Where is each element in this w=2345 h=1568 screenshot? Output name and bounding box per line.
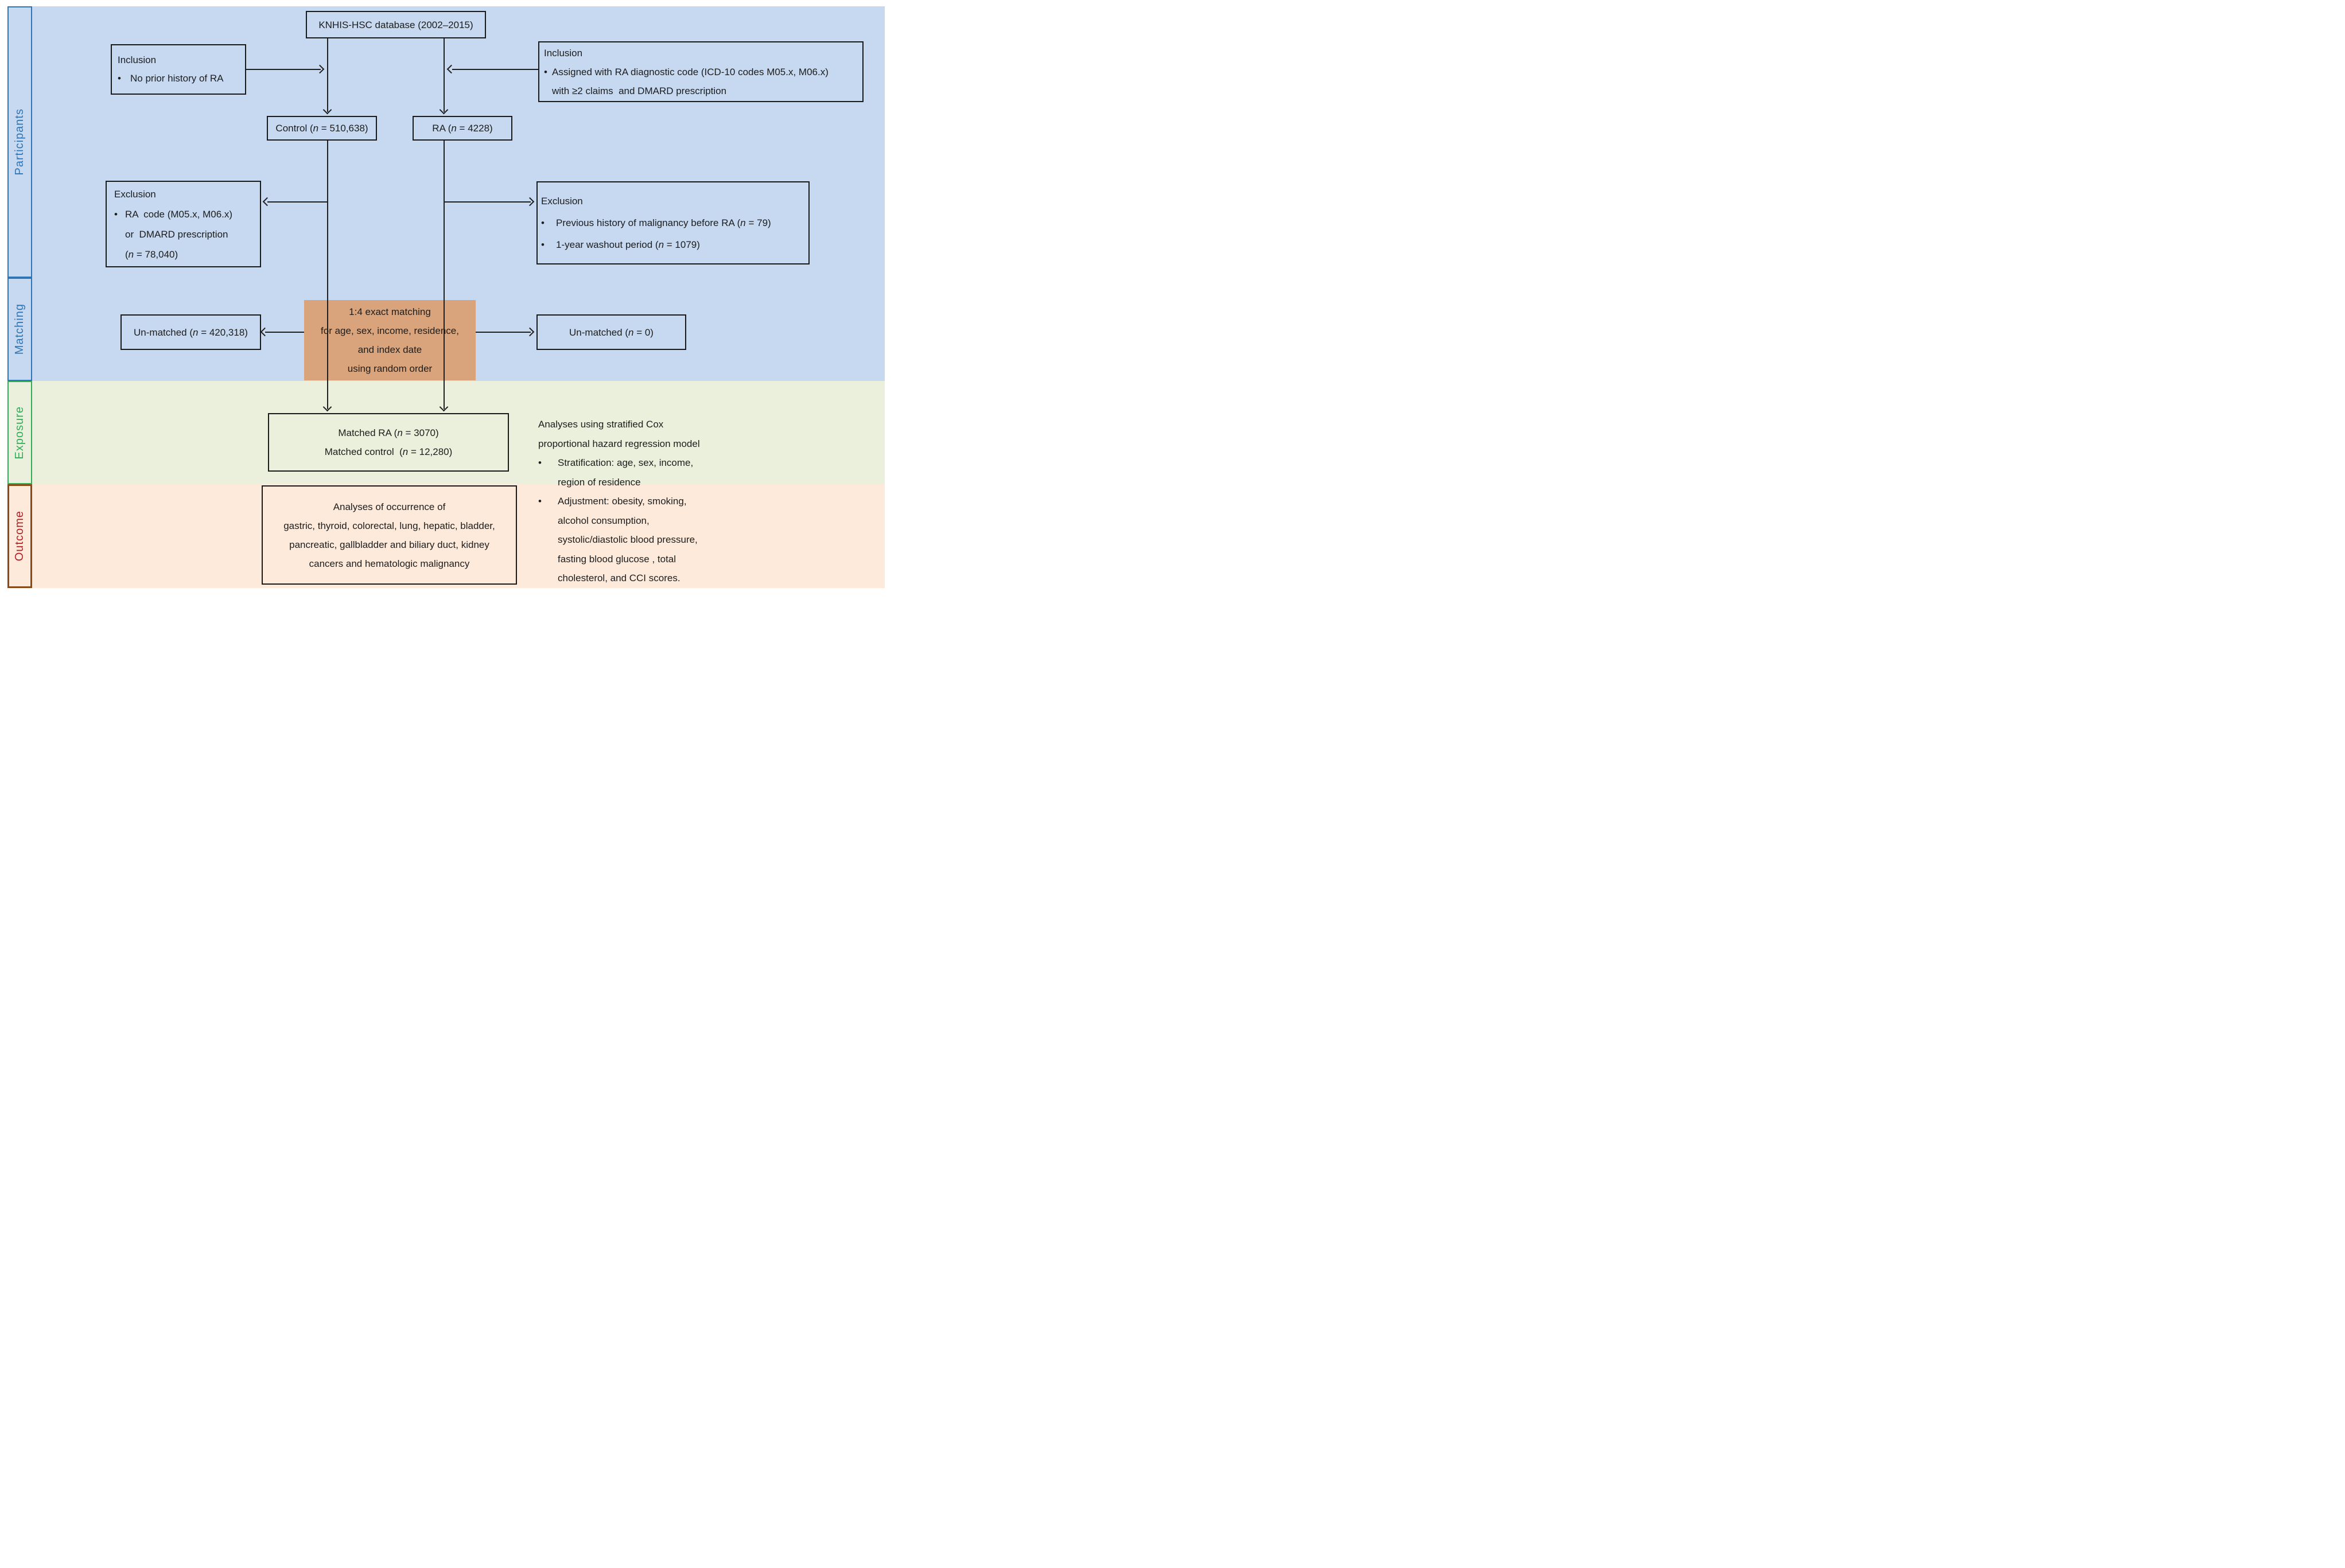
inclusion-right-item: • Assigned with RA diagnostic code (ICD-… <box>544 63 859 81</box>
bullet-icon: • <box>541 217 545 228</box>
matching-line4: using random order <box>347 363 433 374</box>
bullet-icon: • <box>544 66 547 77</box>
note-bullet2: • Adjustment: obesity, smoking, <box>538 492 825 511</box>
inclusion-left-item-text: No prior history of RA <box>130 73 224 84</box>
section-label-participants: Participants <box>7 6 32 278</box>
unmatched-right-box: Un-matched (n = 0) <box>536 314 686 350</box>
line-inclusion-left <box>246 69 321 70</box>
section-label-matching: Matching <box>7 278 32 381</box>
exclusion-left-item: • RA code (M05.x, M06.x) <box>114 204 255 224</box>
database-text: KNHIS-HSC database (2002–2015) <box>318 19 473 30</box>
note-bullet1: • Stratification: age, sex, income, <box>538 453 825 473</box>
line-control-to-matched <box>327 141 328 409</box>
study-flow-diagram: Participants Matching Exposure Outcome K… <box>0 0 886 593</box>
inclusion-right-item-text: Assigned with RA diagnostic code (ICD-10… <box>552 66 829 77</box>
note-bullet2-cont3: fasting blood glucose , total <box>558 553 676 565</box>
matching-label: Matching <box>13 304 26 355</box>
exclusion-right-heading: Exclusion <box>541 195 583 207</box>
inclusion-left-box: Inclusion • No prior history of RA <box>111 44 246 95</box>
line-exclusion-right <box>445 201 531 203</box>
exclusion-left-item-cont1: or DMARD prescription <box>125 228 228 240</box>
note-bullet2-cont1: alcohol consumption, <box>558 515 650 526</box>
inclusion-left-heading: Inclusion <box>118 55 157 65</box>
exclusion-right-item2-text: 1-year washout period (n = 1079) <box>556 239 700 250</box>
line-exclusion-left <box>267 201 328 203</box>
exclusion-left-box: Exclusion • RA code (M05.x, M06.x) or DM… <box>106 181 261 267</box>
ra-box: RA (n = 4228) <box>413 116 512 141</box>
line-inclusion-right <box>452 69 538 70</box>
participants-label: Participants <box>13 108 26 176</box>
exposure-label: Exposure <box>13 406 26 460</box>
section-label-outcome: Outcome <box>7 484 32 588</box>
bullet-icon: • <box>538 457 542 468</box>
bullet-icon: • <box>114 208 118 220</box>
bullet-icon: • <box>118 73 121 84</box>
unmatched-right-text: Un-matched (n = 0) <box>569 326 654 338</box>
note-bullet2-cont4: cholesterol, and CCI scores. <box>558 573 680 583</box>
matching-criteria-box: 1:4 exact matching for age, sex, income,… <box>304 300 476 380</box>
line-database-to-control <box>327 38 328 112</box>
exclusion-right-item1-text: Previous history of malignancy before RA… <box>556 217 771 228</box>
control-box: Control (n = 510,638) <box>267 116 377 141</box>
exclusion-right-item2: • 1-year washout period (n = 1079) <box>541 234 805 256</box>
matched-box: Matched RA (n = 3070) Matched control (n… <box>268 413 509 472</box>
matching-line2: for age, sex, income, residence, <box>321 325 459 336</box>
matched-line1: Matched RA (n = 3070) <box>338 427 439 438</box>
note-line2: proportional hazard regression model <box>538 438 700 449</box>
line-database-to-ra <box>444 38 445 112</box>
exclusion-right-box: Exclusion • Previous history of malignan… <box>536 181 810 264</box>
database-box: KNHIS-HSC database (2002–2015) <box>306 11 486 38</box>
unmatched-left-text: Un-matched (n = 420,318) <box>134 326 248 338</box>
inclusion-right-box: Inclusion • Assigned with RA diagnostic … <box>538 41 864 102</box>
line-unmatched-left <box>265 332 304 333</box>
note-bullet1-cont: region of residence <box>558 476 641 488</box>
section-label-exposure: Exposure <box>7 381 32 484</box>
note-bullet2-cont2: systolic/diastolic blood pressure, <box>558 534 698 545</box>
exclusion-left-item-cont2: (n = 78,040) <box>125 248 178 260</box>
inclusion-right-heading: Inclusion <box>544 47 583 59</box>
outcome-line2: gastric, thyroid, colorectal, lung, hepa… <box>283 520 495 531</box>
control-text: Control (n = 510,638) <box>275 123 368 134</box>
outcome-analyses-box: Analyses of occurrence of gastric, thyro… <box>262 485 517 585</box>
exclusion-left-item-text: RA code (M05.x, M06.x) <box>125 208 233 220</box>
line-ra-to-matched <box>444 141 445 409</box>
outcome-line1: Analyses of occurrence of <box>333 501 446 512</box>
outcome-label: Outcome <box>13 511 26 562</box>
note-line1: Analyses using stratified Cox <box>538 419 664 430</box>
exclusion-right-item1: • Previous history of malignancy before … <box>541 212 805 234</box>
note-bullet1-text: Stratification: age, sex, income, <box>558 457 694 468</box>
bullet-icon: • <box>541 239 545 250</box>
outcome-line3: pancreatic, gallbladder and biliary duct… <box>289 539 489 550</box>
unmatched-left-box: Un-matched (n = 420,318) <box>120 314 261 350</box>
matched-line2: Matched control (n = 12,280) <box>324 446 453 457</box>
line-unmatched-right <box>476 332 531 333</box>
inclusion-right-item-cont: with ≥2 claims and DMARD prescription <box>552 85 727 96</box>
matching-line1: 1:4 exact matching <box>349 306 431 317</box>
bullet-icon: • <box>538 496 542 507</box>
cox-analyses-note: Analyses using stratified Cox proportion… <box>538 415 825 588</box>
exclusion-left-heading: Exclusion <box>114 188 156 200</box>
inclusion-left-item: • No prior history of RA <box>118 72 239 85</box>
outcome-line4: cancers and hematologic malignancy <box>309 558 470 569</box>
matching-line3: and index date <box>357 344 422 355</box>
note-bullet2-text: Adjustment: obesity, smoking, <box>558 496 687 507</box>
ra-text: RA (n = 4228) <box>432 123 493 134</box>
